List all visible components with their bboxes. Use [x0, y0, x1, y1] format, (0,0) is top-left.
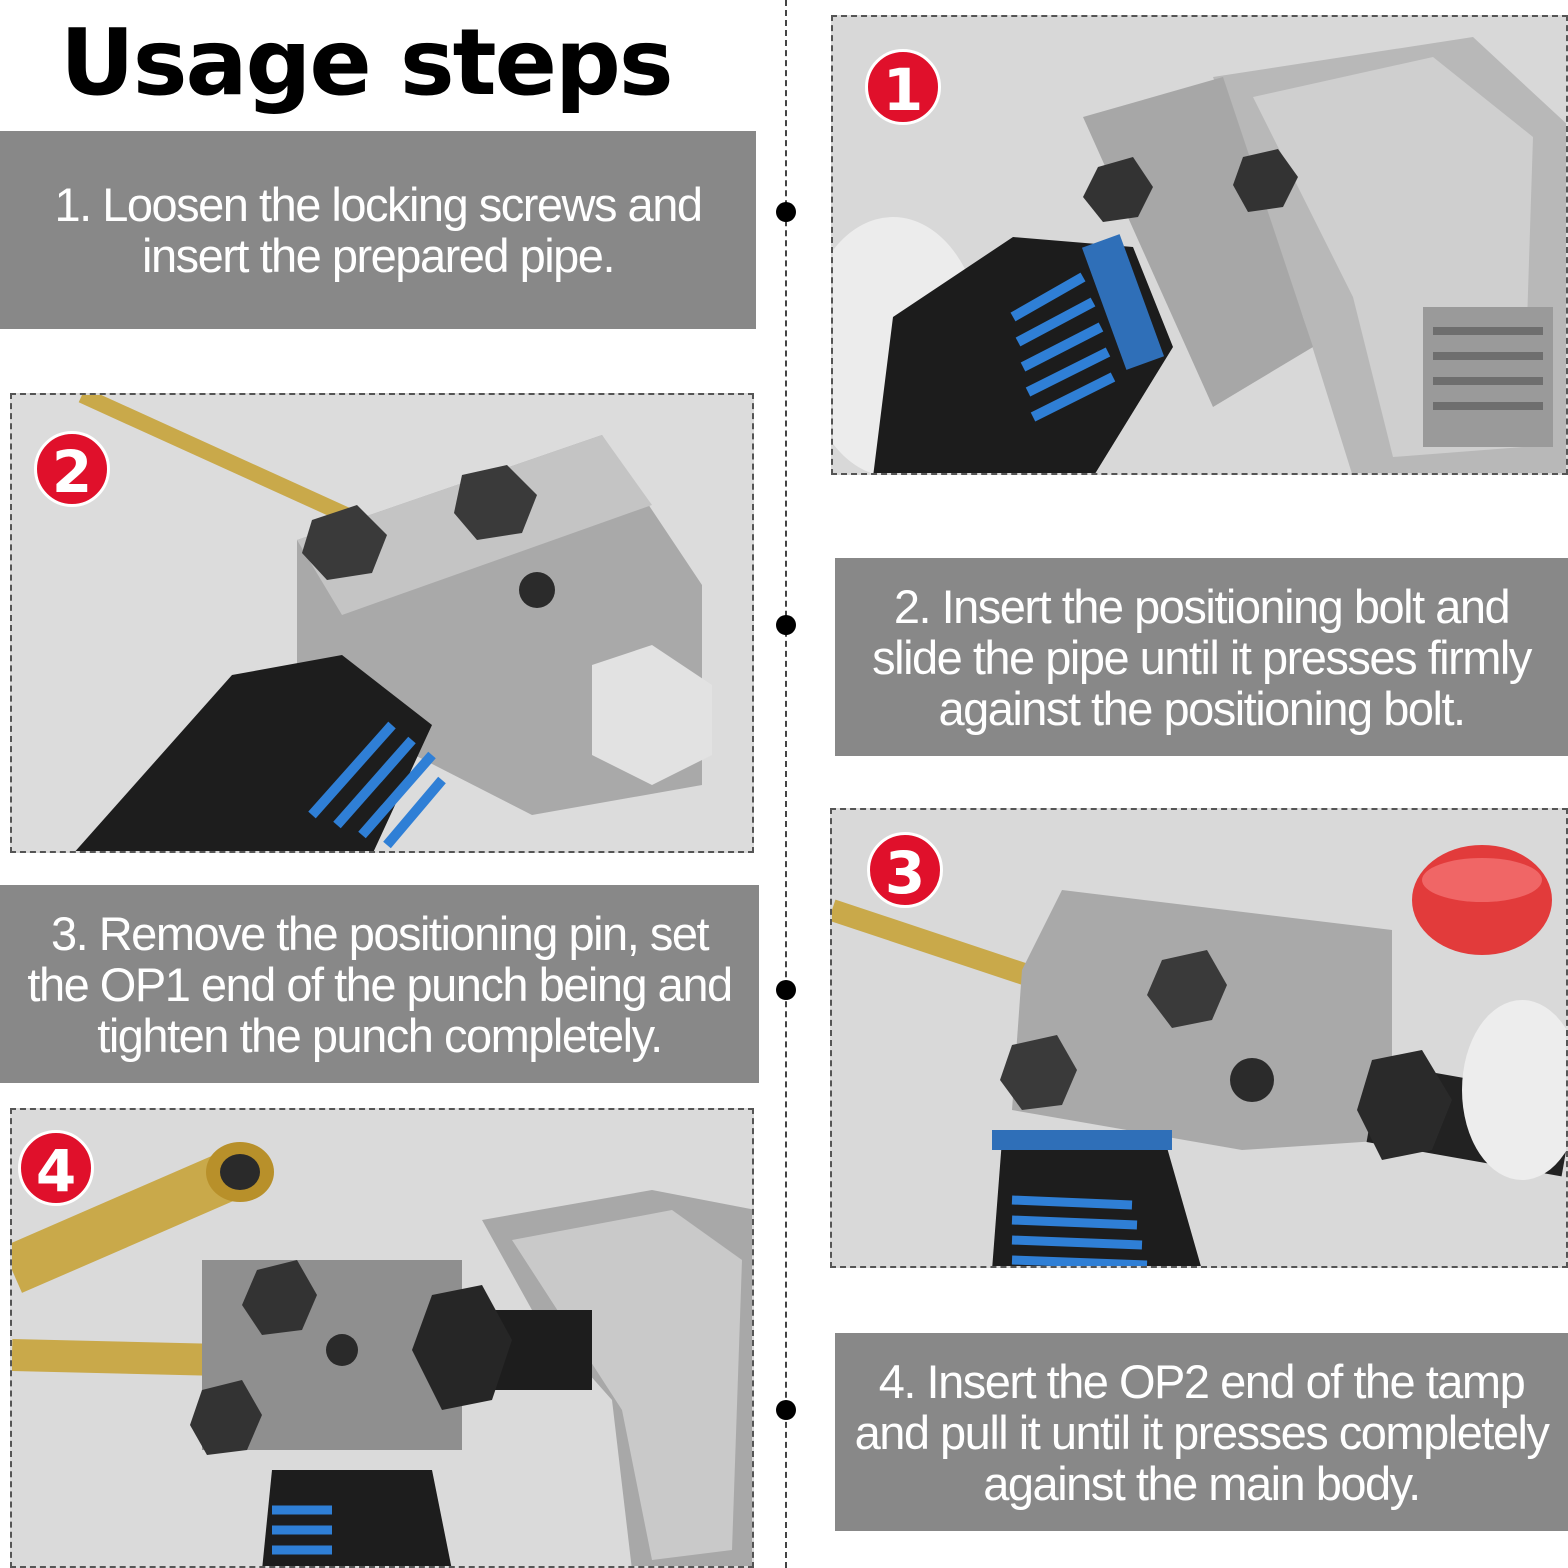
step-3-photo: 3: [830, 808, 1568, 1268]
step-4-badge: 4: [18, 1130, 94, 1206]
step-2-text: 2. Insert the positioning bolt and slide…: [835, 558, 1568, 756]
timeline-dot: [776, 202, 796, 222]
step-3-badge: 3: [867, 832, 943, 908]
timeline-dot: [776, 980, 796, 1000]
flaring-tool-punch-illustration: [832, 810, 1566, 1266]
step-1-text: 1. Loosen the locking screws and insert …: [0, 131, 756, 329]
page-title: Usage steps: [60, 9, 674, 116]
flaring-tool-pipe-illustration: [12, 395, 752, 851]
flaring-tool-wrench-illustration: [833, 17, 1566, 473]
step-3-text: 3. Remove the positioning pin, set the O…: [0, 885, 759, 1083]
timeline-divider: [785, 0, 787, 1568]
flaring-tool-tamp-illustration: [12, 1110, 752, 1566]
timeline-dot: [776, 615, 796, 635]
step-1-badge: 1: [865, 49, 941, 125]
step-2-badge: 2: [34, 431, 110, 507]
step-1-photo: 1: [831, 15, 1568, 475]
step-4-text: 4. Insert the OP2 end of the tamp and pu…: [835, 1333, 1568, 1531]
step-4-photo: 4: [10, 1108, 754, 1568]
step-2-photo: 2: [10, 393, 754, 853]
timeline-dot: [776, 1400, 796, 1420]
